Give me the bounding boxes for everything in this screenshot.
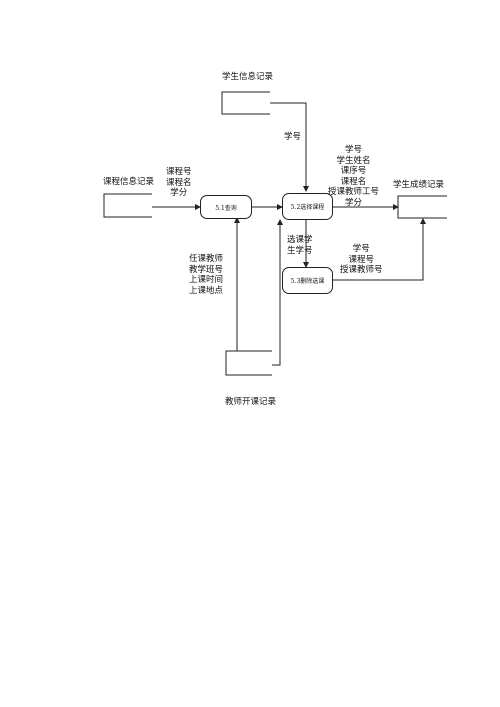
flow-label-student-to-select: 学号 [284,132,302,142]
process-query: 5.1查询 [200,195,252,219]
store-student-info-title: 学生信息记录 [222,72,274,82]
flow-student-to-select [270,102,309,192]
flow-teacher-to-select [272,219,283,366]
flow-label-delete-to-grade: 学号 课程号 授课教师号 [340,244,383,275]
process-select: 5.2选择课程 [282,193,333,220]
store-teacher-course-title: 教师开课记录 [225,397,277,407]
flow-label-course-to-query: 课程号 课程名 学分 [166,167,192,198]
flow-label-select-to-delete: 选课学 生学号 [287,235,313,256]
store-course-info-title: 课程信息记录 [103,177,155,187]
flow-delete-to-grade [331,218,426,281]
flow-label-select-to-grade: 学号 学生姓名 课序号 课程名 授课教师工号 学分 [328,145,380,208]
flow-label-teacher-to-query: 任课教师 教学班号 上课时间 上课地点 [189,254,224,296]
process-delete: 5.3删除选课 [282,267,333,294]
store-student-grade-title: 学生成绩记录 [393,180,445,190]
store-course-info-shape [103,193,152,218]
store-student-info-shape [221,91,270,115]
store-teacher-course-shape [225,350,272,376]
store-student-grade-shape [397,195,447,219]
